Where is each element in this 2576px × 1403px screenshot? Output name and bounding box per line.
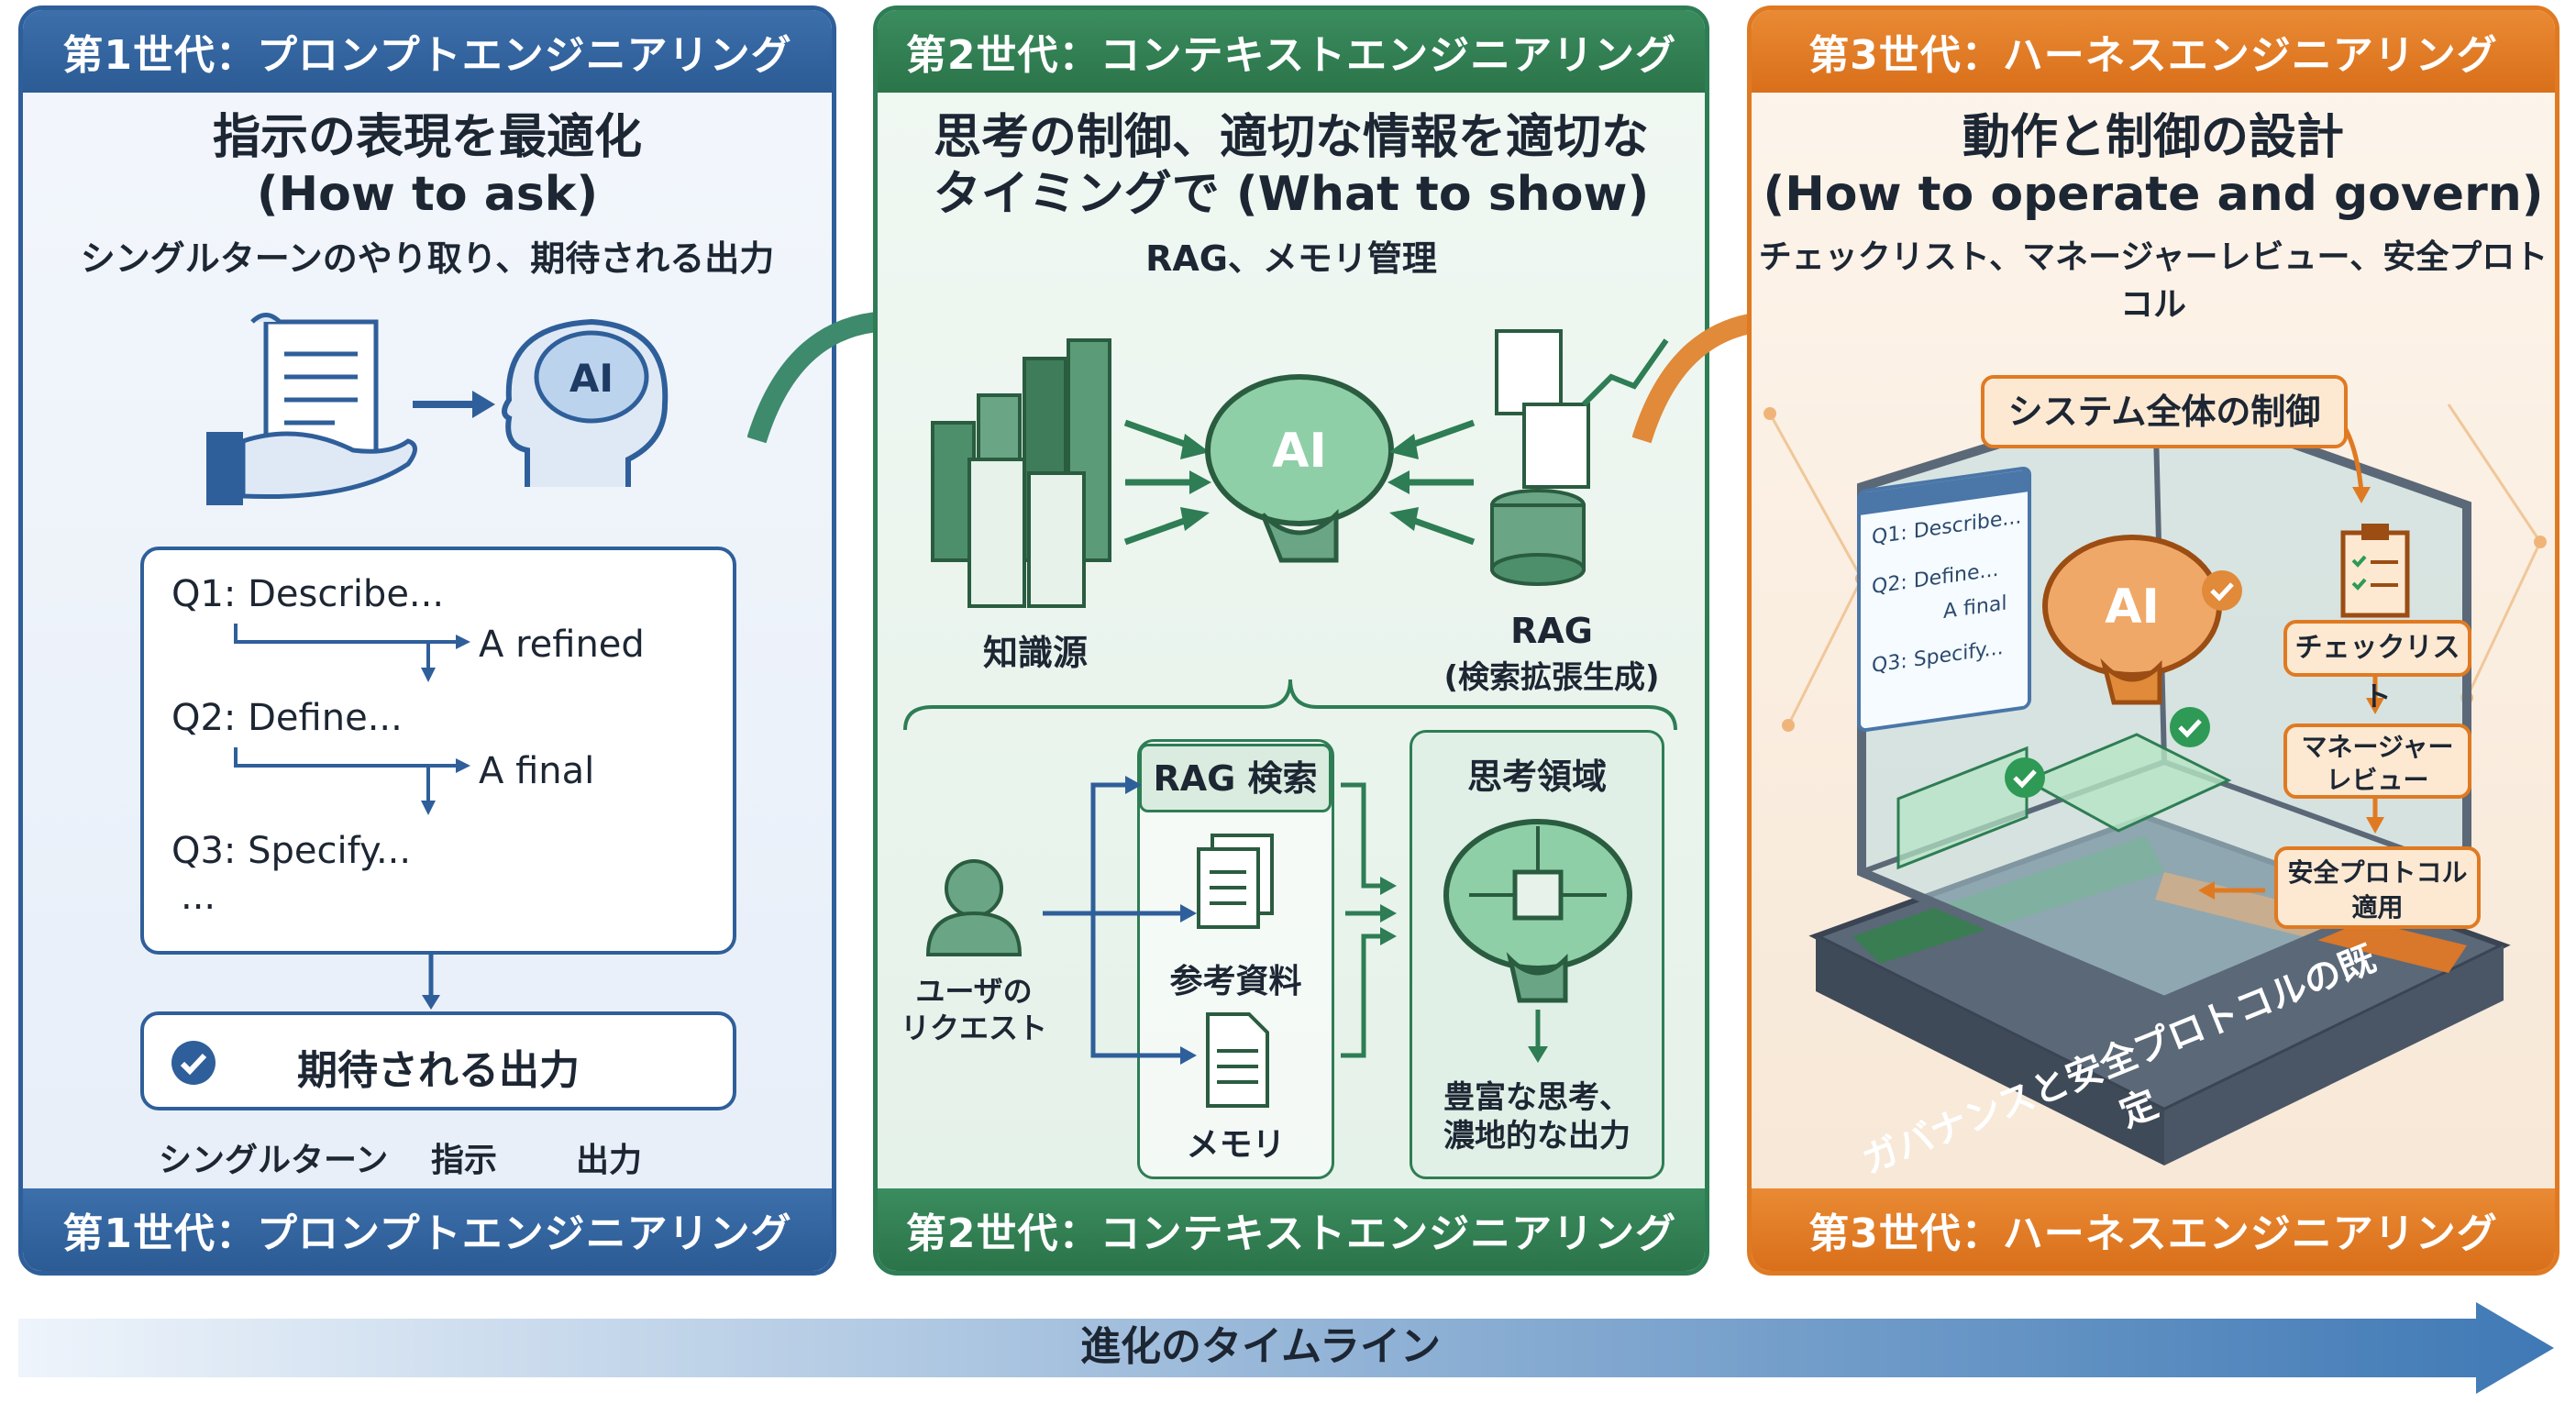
knowledge-flow-illustration: AI (931, 329, 1669, 608)
rich-output-label-2: 濃地的な出力 (1443, 1118, 1631, 1154)
floating-doc-panel: Q1: Describe... Q2: Define... A final Q3… (1857, 465, 2031, 734)
manager-review-label-2: レビュー (2326, 765, 2429, 795)
expected-output-box: 期待される出力 (140, 1011, 736, 1110)
thinking-down-arrow (1528, 1010, 1548, 1063)
gen2-title: 思考の制御、適切な情報を適切な (933, 110, 1649, 165)
rag-label: RAG (1510, 611, 1593, 651)
instruction-illustration: AI (206, 313, 669, 505)
gen3-header: 第3世代：ハーネスエンジニアリング (1752, 10, 2555, 93)
gen1-subtitle: シングルターンのやり取り、期待される出力 (80, 238, 775, 279)
gen2-title-sub: タイミングで (What to show) (933, 167, 1650, 222)
curly-brace (903, 679, 1677, 731)
gen2-footer: 第2世代：コンテキストエンジニアリング (878, 1188, 1705, 1271)
label-single-turn: シングルターン (159, 1142, 389, 1179)
gen1-brain-label: AI (569, 356, 614, 401)
books-icon (931, 338, 1111, 608)
ellipsis-text: ... (181, 876, 216, 918)
rich-output-label: 豊富な思考、 (1443, 1079, 1631, 1116)
gen1-title-sub: (How to ask) (256, 167, 599, 222)
q2-text: Q2: Define... (171, 697, 403, 739)
a2-text: A final (479, 750, 595, 792)
gen3-subtitle: チェックリスト、マネージャーレビュー、安全プロトコル (1758, 238, 2548, 324)
expected-output-label: 期待される出力 (297, 1047, 580, 1094)
inflow-arrows-right (1388, 419, 1476, 546)
reference-docs-icon (1197, 834, 1274, 929)
hand-icon (206, 431, 417, 505)
label-output: 出力 (576, 1142, 643, 1179)
gen2-panel: 第2世代：コンテキストエンジニアリング 思考の制御、適切な情報を適切な タイミン… (873, 6, 1709, 1276)
gen3-footer: 第3世代：ハーネスエンジニアリング (1752, 1188, 2555, 1271)
arrow-right-icon (413, 391, 495, 418)
q3-text: Q3: Specify... (171, 830, 412, 872)
rag-sublabel: (検索拡張生成) (1443, 659, 1660, 696)
head-brain-icon: AI (502, 318, 669, 487)
request-flow-arrows (1043, 776, 1397, 1065)
gen2-brain-label: AI (1272, 424, 1327, 479)
qa-box: Q1: Describe... A refined Q2: Define... … (140, 547, 736, 955)
gen1-footer: 第1世代：プロンプトエンジニアリング (23, 1188, 832, 1271)
label-instruction: 指示 (431, 1142, 498, 1179)
system-control-box: システム全体の制御 (1981, 375, 2348, 448)
clipboard-icon (2340, 524, 2410, 618)
gen2-subtitle: RAG、メモリ管理 (1145, 238, 1437, 279)
safety-protocol-label-2: 適用 (2351, 892, 2404, 922)
documents-database-icon (1490, 329, 1669, 586)
doc-q3: Q3: Specify... (1872, 635, 2004, 679)
timeline-arrow (18, 1302, 2554, 1394)
manager-review-label: マネージャー (2301, 732, 2454, 762)
gen3-title: 動作と制御の設計 (1962, 110, 2344, 165)
gen1-header: 第1世代：プロンプトエンジニアリング (23, 10, 832, 93)
qa-flow-arrows (234, 624, 470, 815)
reference-label: 参考資料 (1169, 963, 1302, 1000)
doc-q1: Q1: Describe... (1872, 505, 2022, 550)
down-arrow (422, 955, 440, 1010)
safety-protocol-label: 安全プロトコル (2287, 857, 2468, 888)
gen1-panel: 第1世代：プロンプトエンジニアリング 指示の表現を最適化 (How to ask… (18, 6, 836, 1276)
user-icon (925, 859, 1023, 956)
memory-label: メモリ (1186, 1126, 1286, 1164)
checklist-box: チェックリスト (2283, 620, 2471, 713)
thinking-area-label: 思考領域 (1466, 757, 1607, 797)
gen3-title-sub: (How to operate and govern) (1763, 167, 2544, 222)
rag-search-tag: RAG 検索 (1139, 744, 1332, 812)
q1-text: Q1: Describe... (171, 573, 445, 615)
user-request-label-2: リクエスト (901, 1011, 1048, 1045)
check-icons (2005, 570, 2242, 798)
central-brain-icon: AI (1205, 374, 1394, 563)
gen3-brain-label: AI (2105, 580, 2160, 635)
memory-doc-icon (1206, 1012, 1269, 1108)
inflow-arrows-left (1123, 419, 1211, 546)
safety-protocol-box: 安全プロトコル 適用 (2274, 846, 2481, 929)
check-circle-icon (171, 1041, 216, 1085)
knowledge-source-label: 知識源 (983, 633, 1089, 673)
thinking-brain-icon (1443, 819, 1632, 1003)
manager-review-box: マネージャー レビュー (2283, 724, 2471, 799)
gen2-header: 第2世代：コンテキストエンジニアリング (878, 10, 1705, 93)
a1-text: A refined (479, 624, 645, 666)
gen1-title: 指示の表現を最適化 (212, 110, 642, 165)
gen3-panel: 第3世代：ハーネスエンジニアリング 動作と制御の設計 (How to opera… (1747, 6, 2559, 1276)
doc-a-final: A final (1943, 591, 2007, 624)
user-request-label: ユーザの (915, 974, 1033, 1009)
network-background (1763, 403, 2547, 732)
doc-q2: Q2: Define... (1872, 558, 1999, 600)
timeline-label: 進化のタイムライン (1080, 1323, 1441, 1370)
